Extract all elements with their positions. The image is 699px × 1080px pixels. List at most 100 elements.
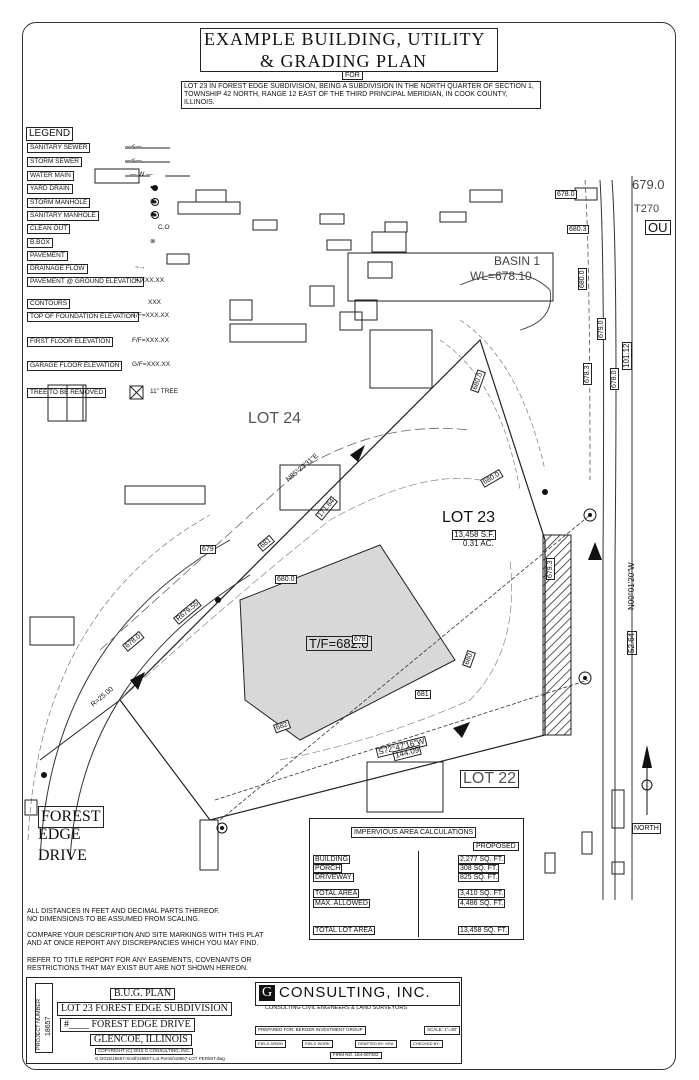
legend-item-label: SANITARY MANHOLE (27, 211, 99, 221)
legend-item-label: GARAGE FLOOR ELEVATION (27, 361, 123, 371)
company-subtitle: CONSULTING CIVIL ENGINEERS & LAND SURVEY… (265, 1005, 408, 1011)
corner-code: T270 (634, 203, 660, 215)
drafted-by: DRAFTED BY: KRA (355, 1040, 397, 1048)
checked-by: CHECKED BY: (410, 1040, 443, 1048)
legend-item-symbol: ● (150, 184, 154, 191)
legend-item-label: YARD DRAIN (27, 184, 73, 194)
drawing-sheet (22, 22, 676, 1070)
impervious-row-label: DRIVEWAY (313, 873, 354, 882)
general-note-line: AND AT ONCE REPORT ANY DISCREPANCIES WHI… (27, 940, 259, 947)
legend-item-symbol: ~→ (135, 264, 146, 271)
legend-item-symbol: —<— (125, 157, 142, 164)
prepared-for: PREPARED FOR: BERGER INVESTMENT GROUP (255, 1026, 366, 1035)
lot-22-label: LOT 22 (460, 770, 520, 788)
file-path: G:\2015\18657-Smith\18657-Lot Permit\186… (95, 1056, 225, 1061)
legend-item-symbol: 11" TREE (150, 388, 179, 395)
legend-item-symbol: C.O (158, 224, 170, 231)
legend-item-symbol: XXX (148, 299, 162, 306)
general-note-line: REFER TO TITLE REPORT FOR ANY EASEMENTS,… (27, 957, 252, 964)
legend-item-symbol: F/F=XXX.XX (132, 337, 170, 344)
elevation-label: 678.0 (555, 190, 577, 199)
impervious-row-label: TOTAL AREA (313, 889, 360, 898)
legend-item-symbol: —<— (125, 143, 142, 150)
legend-heading: LEGEND (26, 127, 74, 141)
lot-24-label: LOT 24 (248, 410, 302, 427)
bearing-right: N00°01'20"W (627, 562, 636, 610)
legal-description: LOT 23 IN FOREST EDGE SUBDIVISION, BEING… (181, 81, 541, 109)
elevation-label: 680.3 (567, 225, 589, 234)
legend-item-label: CLEAN OUT (27, 224, 71, 234)
legend-item-symbol: T/F=XXX.XX (132, 312, 170, 319)
company-name: CONSULTING, INC. (279, 984, 431, 1001)
legend-item-label: STORM MANHOLE (27, 198, 91, 208)
for-label: FOR (342, 71, 363, 80)
distance-right-2: 101.12 (622, 341, 632, 370)
field-drawn: FIELD DRWN (255, 1040, 286, 1048)
legend-item-label: STORM SEWER (27, 157, 82, 167)
plan-title-line2: & GRADING PLAN (260, 51, 427, 71)
street-name-line2: EDGE (38, 826, 81, 843)
elevation-label: 679 (200, 545, 216, 554)
elevation-label: 681 (415, 690, 431, 699)
impervious-proposed-header: PROPOSED (473, 842, 519, 851)
legend-item-symbol: × XXX.XX (135, 277, 165, 284)
plan-name: B.U.G. PLAN (110, 988, 176, 1000)
impervious-table (309, 818, 524, 940)
basin-level-label: WL=678.10 (470, 269, 532, 283)
impervious-row-value: 3,410 SQ. FT. (458, 889, 506, 898)
impervious-row-label: TOTAL LOT AREA (313, 926, 375, 935)
legend-item-label: FIRST FLOOR ELEVATION (27, 337, 114, 347)
street-name-line1: FOREST (38, 806, 104, 828)
elevation-label: 680.0 (275, 575, 297, 584)
legend-item-label: CONTOURS (27, 299, 71, 309)
city-state: GLENCOE, ILLINOIS (90, 1034, 192, 1046)
north-label: NORTH (632, 823, 661, 834)
general-note-line: RESTRICTIONS THAT MAY EXIST BUT ARE NOT … (27, 965, 249, 972)
plan-title-line1: EXAMPLE BUILDING, UTILITY (204, 29, 486, 49)
elevation-label: 678.3 (583, 363, 592, 385)
impervious-row-value: 825 SQ. FT. (458, 873, 500, 882)
impervious-row-label: MAX. ALLOWED (313, 899, 370, 908)
general-note-line: COMPARE YOUR DESCRIPTION AND SITE MARKIN… (27, 932, 264, 939)
elevation-label: 678 (352, 635, 368, 644)
legend-item-label: WATER MAIN (27, 171, 74, 181)
elevation-label: 679.3 (546, 558, 555, 580)
legend-item-label: DRAINAGE FLOW (27, 264, 88, 274)
project-number-box (35, 983, 53, 1053)
general-note-line: NO DIMENSIONS TO BE ASSUMED FROM SCALING… (27, 916, 200, 923)
copyright: COPYRIGHT (C) 2015 G CONSULTING, INC. (95, 1048, 194, 1055)
legend-item-symbol: ⊗ (150, 238, 156, 245)
site-address: #____ FOREST EDGE DRIVE (60, 1018, 195, 1032)
general-notes (25, 905, 292, 970)
legend-item-label: TOP OF FOUNDATION ELEVATION (27, 312, 139, 322)
company-logo-icon: G (259, 985, 275, 1001)
corner-ou: OU (645, 220, 671, 235)
impervious-row-label: BUILDING (313, 855, 351, 864)
project-number-label: PROJECT NUMBER (36, 999, 42, 1050)
street-name-line3: DRIVE (38, 847, 87, 864)
legend-item-symbol: ◉ (150, 198, 156, 205)
legend-item-symbol: ◉ (150, 211, 156, 218)
legend-item-label: SANITARY SEWER (27, 143, 91, 153)
basin-label: BASIN 1 (494, 254, 541, 268)
legend-item-label: B.BOX (27, 238, 53, 248)
elevation-label: 679.0 (597, 318, 606, 340)
field-work: FIELD WORK (302, 1040, 333, 1048)
impervious-row-value: 4,486 SQ. FT. (458, 899, 506, 908)
lot-23-label: LOT 23 (442, 509, 496, 526)
subdivision-name: LOT 23 FOREST EDGE SUBDIVISION (57, 1002, 232, 1016)
impervious-title: IMPERVIOUS AREA CALCULATIONS (351, 827, 477, 838)
elevation-label: 680.0 (578, 268, 587, 290)
legend-item-symbol: — W — (130, 171, 153, 178)
distance-right: 52.64 (627, 630, 637, 655)
legend-item-label: PAVEMENT @ GROUND ELEVATION (27, 277, 145, 287)
lot-23-area-ac: 0.31 AC. (463, 539, 494, 548)
corner-elevation: 679.0 (632, 177, 665, 192)
elevation-label: 678.0 (610, 368, 619, 390)
legend-item-symbol: G/F=XXX.XX (132, 361, 171, 368)
lot-23-area-sf: 13,458 S.F. (452, 530, 497, 540)
firm-number: FIRM NO. 184-007302 (330, 1052, 382, 1059)
legend-item-label: PAVEMENT (27, 251, 68, 261)
impervious-row-label: PORCH (313, 864, 343, 873)
